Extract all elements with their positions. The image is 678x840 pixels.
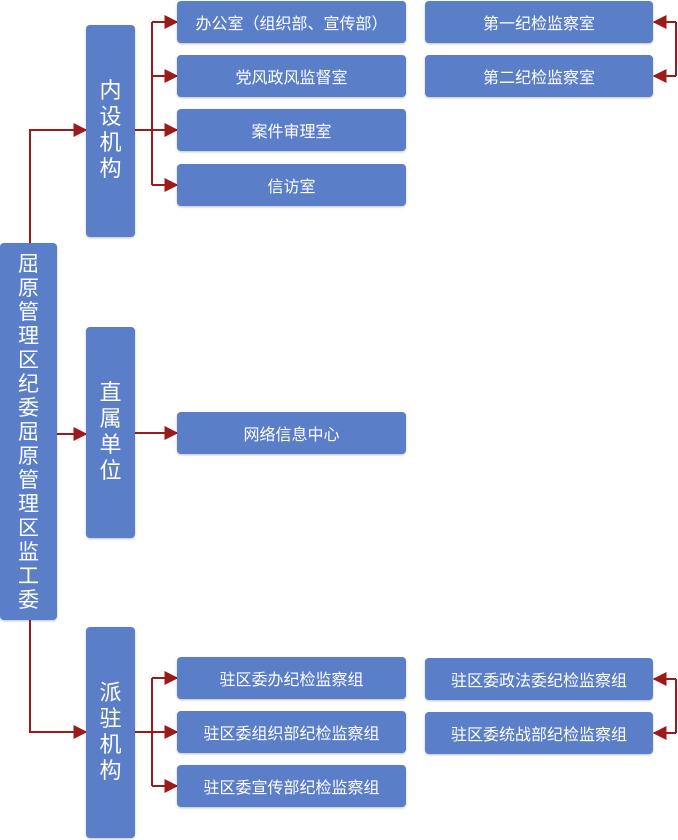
- side-unit-node: 驻区委政法委纪检监察组: [425, 658, 653, 700]
- unit-node: 信访室: [177, 164, 406, 206]
- unit-node: 党风政风监督室: [177, 55, 406, 97]
- root-node: 屈原管理区纪委 屈原管理区监工委: [0, 243, 57, 620]
- unit-node: 案件审理室: [177, 109, 406, 151]
- side-unit-node: 第一纪检监察室: [425, 1, 653, 43]
- unit-node: 办公室（组织部、宣传部）: [177, 1, 406, 43]
- group-dispatched-label: 派驻机构: [99, 680, 122, 784]
- group-direct-node: 直属单位: [86, 327, 135, 538]
- root-to-group-1-arrow: [29, 123, 88, 243]
- unit-node: 驻区委办纪检监察组: [177, 657, 406, 699]
- unit-node: 网络信息中心: [177, 412, 406, 454]
- unit-node: 驻区委宣传部纪检监察组: [177, 765, 406, 807]
- root-to-group-3-arrow: [29, 620, 88, 739]
- group-internal-label: 内设机构: [99, 79, 122, 182]
- group-direct-label: 直属单位: [99, 380, 122, 484]
- unit-node: 驻区委组织部纪检监察组: [177, 711, 406, 753]
- side-unit-node: 第二纪检监察室: [425, 55, 653, 97]
- side-unit-node: 驻区委统战部纪检监察组: [425, 712, 653, 754]
- group-dispatched-node: 派驻机构: [86, 627, 135, 838]
- root-label: 屈原管理区纪委 屈原管理区监工委: [18, 251, 39, 612]
- group-internal-node: 内设机构: [86, 25, 135, 237]
